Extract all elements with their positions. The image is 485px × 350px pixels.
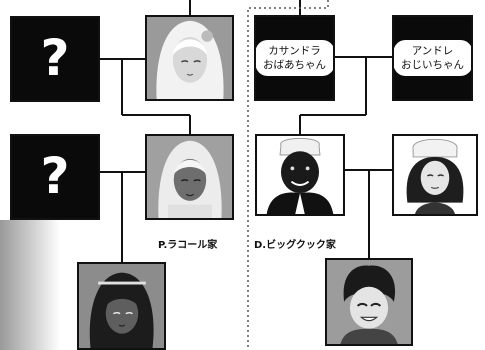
grandpa-andre-box: アンドレ おじいちゃん bbox=[392, 15, 473, 101]
grandma-name: カサンドラ bbox=[268, 45, 321, 57]
question-mark: ? bbox=[40, 146, 70, 205]
portrait-chef-woman bbox=[392, 134, 478, 216]
house-label-bigcook: D.ビッグクック家 bbox=[254, 240, 336, 251]
grandma-name-bubble: カサンドラ おばあちゃん bbox=[256, 40, 333, 76]
grandpa-name-bubble: アンドレ おじいちゃん bbox=[394, 40, 471, 76]
tanned-woman-image bbox=[147, 136, 232, 218]
white-haired-woman-image bbox=[147, 17, 232, 99]
unknown-person-box: ? bbox=[10, 16, 100, 102]
grandpa-title: おじいちゃん bbox=[401, 59, 464, 71]
chef-woman-image bbox=[394, 136, 476, 214]
question-mark: ? bbox=[40, 28, 70, 87]
page-edge-shadow bbox=[0, 220, 60, 350]
portrait-smiling-boy bbox=[325, 258, 413, 346]
portrait-dark-haired-girl bbox=[77, 262, 166, 350]
chef-man-image bbox=[257, 136, 343, 214]
portrait-tanned-woman bbox=[145, 134, 234, 220]
dark-haired-girl-image bbox=[79, 264, 164, 348]
grandma-cassandra-box: カサンドラ おばあちゃん bbox=[254, 15, 335, 101]
house-label-lacour: P.ラコール家 bbox=[158, 240, 218, 251]
portrait-chef-man bbox=[255, 134, 345, 216]
grandma-title: おばあちゃん bbox=[263, 59, 326, 71]
portrait-white-haired-woman bbox=[145, 15, 234, 101]
grandpa-name: アンドレ bbox=[411, 45, 454, 57]
unknown-person-box: ? bbox=[10, 134, 100, 220]
smiling-boy-image bbox=[327, 260, 411, 344]
